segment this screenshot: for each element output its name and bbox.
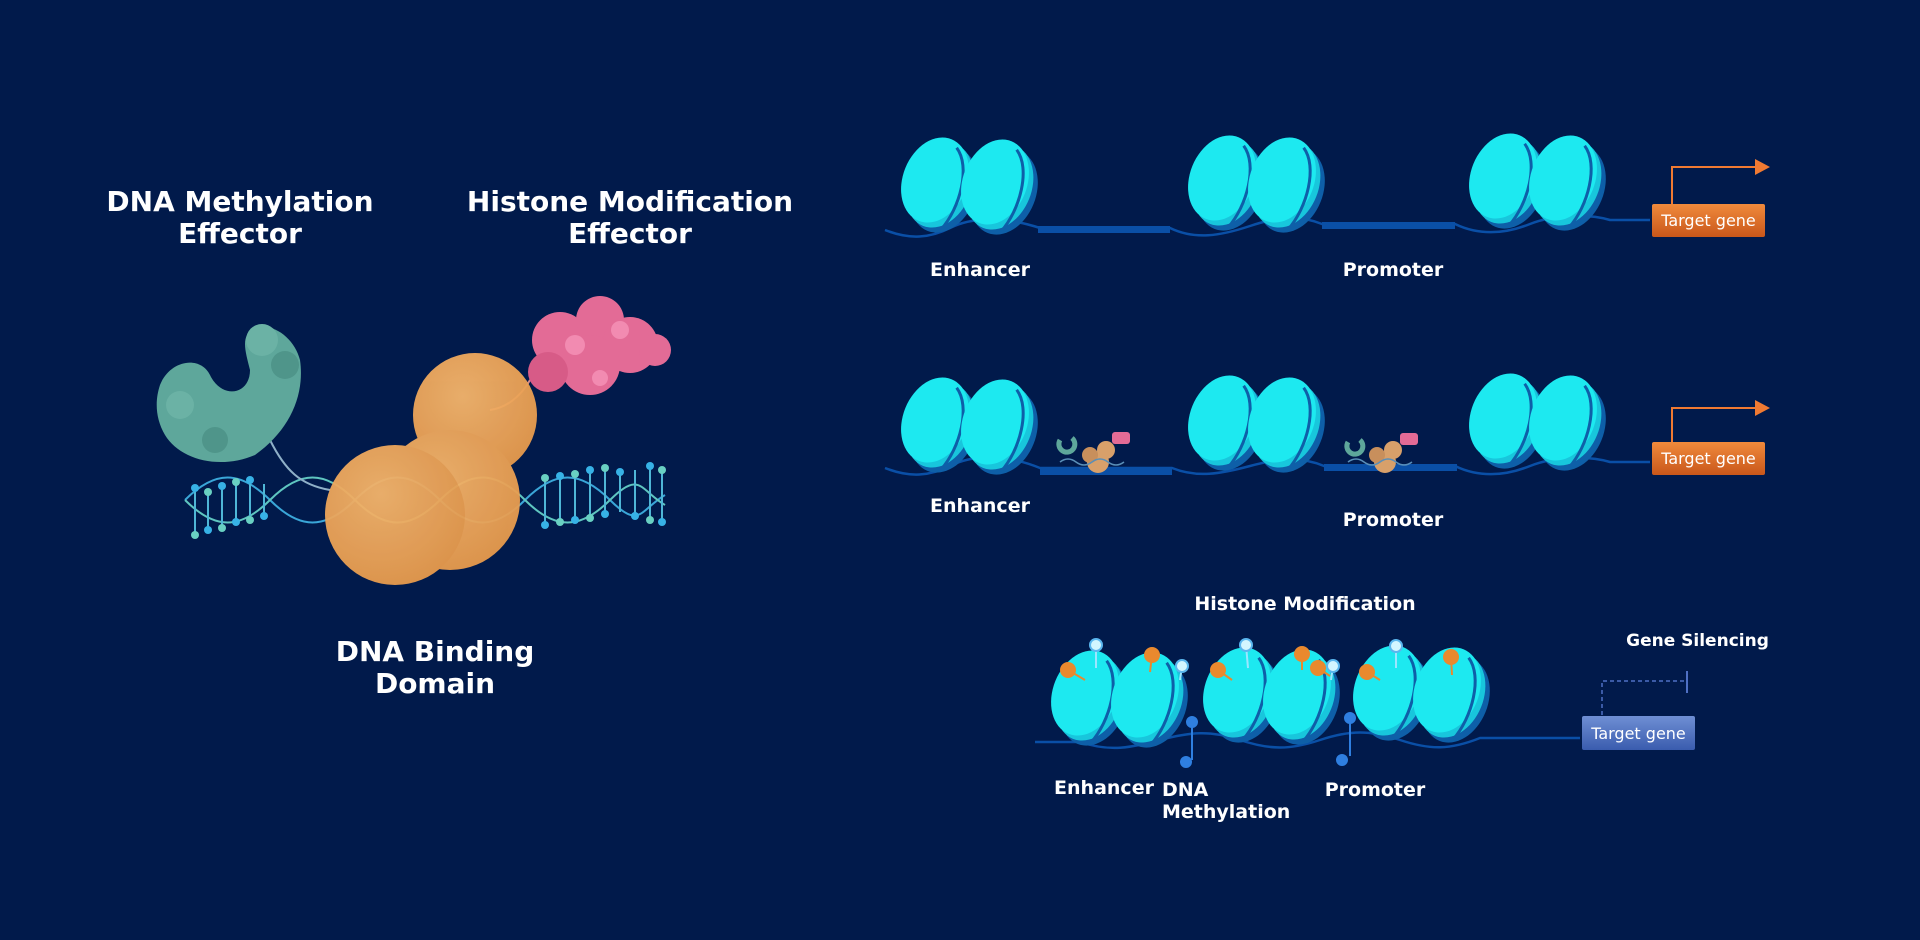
gene-silencing-label: Gene Silencing: [1626, 631, 1769, 651]
dna-methylation-marks: [1180, 712, 1356, 768]
row3-target-gene: Target gene: [1582, 716, 1695, 750]
row1-enhancer-label: Enhancer: [930, 259, 1030, 281]
row1-promoter-label: Promoter: [1342, 259, 1444, 281]
dna-methylation-effector-label: DNA Methylation Effector: [106, 185, 374, 251]
methylation-linker: [269, 439, 331, 491]
row2-promoter-label: Promoter: [1342, 509, 1444, 531]
histone-modification-effector-protein: [528, 296, 671, 395]
dna-helix: [184, 462, 666, 539]
histone-modification-effector-label: Histone Modification Effector: [466, 185, 794, 251]
row2-enhancer-label: Enhancer: [930, 495, 1030, 517]
histone-acetyl-marks: [1089, 638, 1403, 681]
row1-target-gene: Target gene: [1652, 204, 1765, 237]
row2-target-gene: Target gene: [1652, 442, 1765, 475]
histone-methyl-marks: [1060, 646, 1459, 681]
dna-methylation-label: DNA Methylation: [1162, 779, 1291, 823]
row3-enhancer-label: Enhancer: [1054, 777, 1154, 799]
dna-methylation-effector-protein: [156, 324, 301, 463]
row2-chromatin: [884, 363, 1770, 485]
row2-promoter-complex: [1344, 433, 1418, 473]
dna-binding-domain-label: DNA Binding Domain: [335, 635, 535, 701]
histone-modification-label: Histone Modification: [1194, 593, 1416, 615]
silenced-gene-arrow: [1601, 671, 1688, 715]
row3-chromatin: [1035, 635, 1688, 768]
dna-binding-domain-protein: [325, 353, 537, 585]
row3-promoter-label: Promoter: [1324, 779, 1426, 801]
row1-chromatin: [884, 123, 1770, 245]
row2-enhancer-complex: [1056, 432, 1130, 473]
